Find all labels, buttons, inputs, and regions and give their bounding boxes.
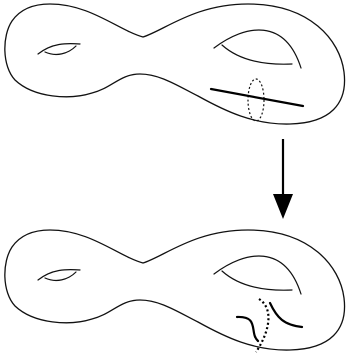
bottom-dotted-meridian-arc — [256, 299, 268, 352]
bottom-right-hole — [214, 256, 301, 294]
down-arrow — [273, 139, 293, 219]
top-right-hole — [214, 30, 301, 68]
bottom-left-hole — [38, 270, 80, 281]
top-left-hole — [38, 44, 80, 55]
top-genus-two-surface — [5, 4, 345, 124]
bottom-surface-outline — [5, 230, 345, 350]
bottom-genus-two-surface — [5, 230, 345, 352]
top-dotted-meridian-loop — [248, 79, 264, 121]
arrow-head — [273, 194, 293, 219]
top-surface-outline — [5, 4, 345, 124]
bottom-s-shaped-arc — [237, 303, 302, 341]
top-straight-arc — [211, 89, 303, 106]
